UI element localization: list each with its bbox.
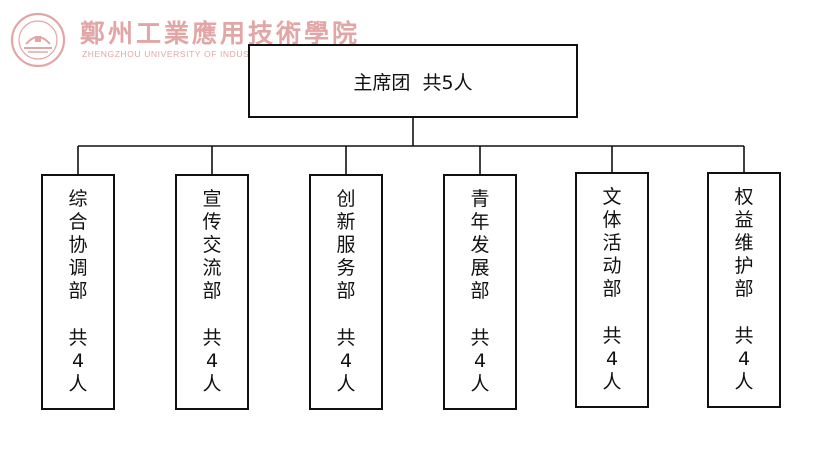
- dept-count: 共4人: [602, 325, 622, 393]
- dept-count: 共4人: [202, 327, 222, 395]
- dept-name: 文体活动部: [602, 186, 622, 300]
- dept-count: 共4人: [336, 327, 356, 395]
- dept-node-rights: 权益维护部 共4人: [707, 172, 781, 408]
- university-seal-icon: [10, 12, 66, 68]
- dept-count: 共4人: [470, 327, 490, 395]
- dept-name: 青年发展部: [470, 188, 490, 302]
- dept-name: 创新服务部: [336, 188, 356, 302]
- logo-name-cn: 鄭州工業應用技術學院: [80, 19, 361, 48]
- dept-node-culture-sports: 文体活动部 共4人: [575, 172, 649, 408]
- dept-node-publicity: 宣传交流部 共4人: [175, 174, 249, 410]
- dept-node-innovation: 创新服务部 共4人: [309, 174, 383, 410]
- dept-name: 宣传交流部: [202, 188, 222, 302]
- logo-name-en: ZHENGZHOU UNIVERSITY OF INDUSTRIAL TECHN…: [82, 49, 345, 59]
- university-logo: 鄭州工業應用技術學院 ZHENGZHOU UNIVERSITY OF INDUS…: [10, 12, 357, 70]
- dept-node-coordination: 综合协调部 共4人: [41, 174, 115, 410]
- dept-name: 综合协调部: [68, 188, 88, 302]
- presidium-label: 主席团 共5人: [353, 71, 473, 94]
- dept-count: 共4人: [68, 327, 88, 395]
- presidium-node: 主席团 共5人: [248, 44, 578, 118]
- dept-name: 权益维护部: [734, 186, 754, 300]
- dept-count: 共4人: [734, 325, 754, 393]
- dept-node-youth: 青年发展部 共4人: [443, 174, 517, 410]
